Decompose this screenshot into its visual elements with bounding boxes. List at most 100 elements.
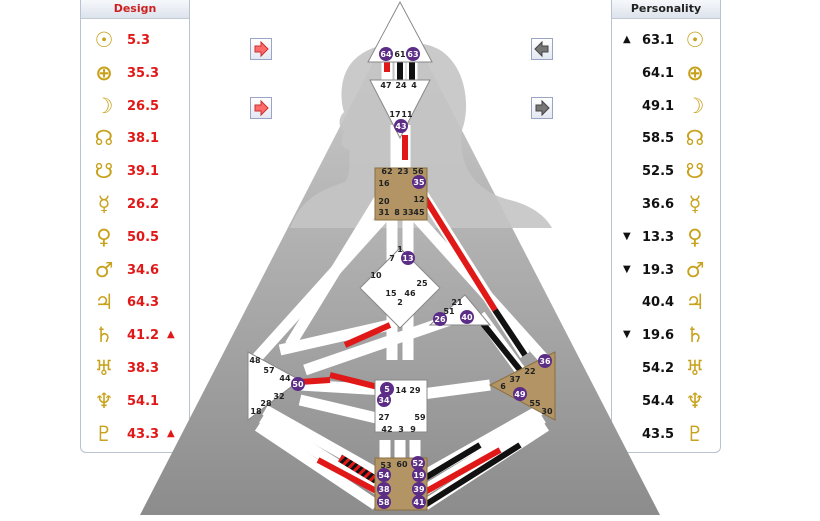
gate-number: 4 <box>411 81 417 90</box>
gate-number: 33 <box>402 208 413 217</box>
gate-badge <box>377 393 391 407</box>
design-value: 38.1 <box>127 131 160 147</box>
gate-number: 48 <box>249 356 261 365</box>
personality-value: 54.2 <box>642 360 675 376</box>
moon-icon: ☽ <box>94 93 114 118</box>
personality-rows: ☉63.1▲⊕64.1☽49.1☊58.5☋52.5☿36.6♀13.3▼♂19… <box>612 19 720 451</box>
personality-panel-title: Personality <box>612 0 720 19</box>
design-value: 38.3 <box>127 360 160 376</box>
gate-number: 7 <box>389 254 395 263</box>
head-center <box>367 0 433 63</box>
personality-panel: Personality ☉63.1▲⊕64.1☽49.1☊58.5☋52.5☿3… <box>611 0 721 453</box>
gate-number: 36 <box>539 357 551 366</box>
gate-number: 54 <box>378 471 390 480</box>
mercury-icon: ☿ <box>97 191 111 216</box>
gate-number: 6 <box>500 382 506 391</box>
design-head-arrow-button[interactable] <box>250 38 272 60</box>
gate-number: 38 <box>378 485 390 494</box>
gate-number: 16 <box>378 179 390 188</box>
personality-row: ☉63.1▲ <box>612 25 720 58</box>
channels <box>250 62 550 510</box>
gate-number: 39 <box>413 485 425 494</box>
gate-badge <box>377 482 391 496</box>
gate-number: 29 <box>409 386 421 395</box>
personality-row: ☿36.6 <box>612 189 720 222</box>
arrow-left-icon <box>534 40 549 58</box>
design-row: ♃64.3 <box>81 287 189 320</box>
retrograde-arrow-icon: ▼ <box>623 263 631 275</box>
sun-icon: ☉ <box>94 28 114 52</box>
personality-row: ♃40.4 <box>612 287 720 320</box>
gate-badge <box>412 468 426 482</box>
neptune-icon: ♆ <box>94 388 114 413</box>
design-row: ♆54.1 <box>81 386 189 419</box>
personality-value: 52.5 <box>642 164 675 180</box>
design-value: 34.6 <box>127 262 160 278</box>
personality-mind-arrow-button[interactable] <box>531 97 553 119</box>
gate-number: 11 <box>401 110 413 119</box>
active-channel-segments <box>299 62 528 508</box>
gate-number: 53 <box>380 461 391 470</box>
head-silhouette <box>290 42 552 228</box>
retrograde-arrow-icon: ▲ <box>167 427 175 439</box>
gate-badge <box>513 387 527 401</box>
gate-number: 45 <box>413 208 425 217</box>
ajna-center <box>369 79 431 140</box>
personality-head-arrow-button[interactable] <box>531 38 553 60</box>
jupiter-icon: ♃ <box>685 290 705 315</box>
gate-number: 25 <box>416 279 428 288</box>
pyramid-background <box>140 10 660 515</box>
gate-number: 30 <box>541 407 553 416</box>
uranus-icon: ♅ <box>94 355 114 380</box>
gate-number: 23 <box>397 167 408 176</box>
sacral-center <box>374 379 428 433</box>
g-center <box>359 247 441 329</box>
gate-number: 49 <box>514 390 526 399</box>
design-mind-arrow-button[interactable] <box>250 97 272 119</box>
gate-number: 22 <box>524 367 535 376</box>
personality-value: 64.1 <box>642 65 675 81</box>
gate-badge <box>394 119 408 133</box>
gate-number: 61 <box>394 50 406 59</box>
root-center <box>374 457 428 511</box>
gate-number: 17 <box>389 110 400 119</box>
south-node-icon: ☋ <box>94 159 114 184</box>
solar-plexus-center <box>488 351 556 421</box>
gate-number: 56 <box>412 167 424 176</box>
retrograde-arrow-icon: ▼ <box>623 230 631 242</box>
gate-number: 1 <box>397 245 403 254</box>
gate-number: 62 <box>381 167 392 176</box>
personality-row: ♄19.6▼ <box>612 320 720 353</box>
design-row: ♅ 38.3 <box>81 353 189 386</box>
gate-number: 59 <box>414 413 426 422</box>
design-value: 50.5 <box>127 229 160 245</box>
design-value: 43.3 <box>127 426 160 442</box>
design-value: 26.5 <box>127 98 160 114</box>
gate-number: 41 <box>413 498 425 507</box>
personality-value: 54.4 <box>642 393 675 409</box>
gate-number: 57 <box>263 366 274 375</box>
personality-value: 43.5 <box>642 426 675 442</box>
personality-row: ♀13.3▼ <box>612 222 720 255</box>
earth-icon: ⊕ <box>95 60 113 85</box>
personality-value: 63.1 <box>642 33 675 48</box>
design-value: 26.2 <box>127 196 160 212</box>
gate-number: 40 <box>461 313 473 322</box>
gate-badge <box>377 495 391 509</box>
gate-number: 24 <box>395 81 407 90</box>
gate-number: 12 <box>413 195 424 204</box>
design-row: ♄41.2▲ <box>81 320 189 353</box>
gate-number: 43 <box>395 122 406 131</box>
jupiter-icon: ♃ <box>94 290 114 315</box>
gate-number: 58 <box>378 498 390 507</box>
personality-row: ☋52.5 <box>612 156 720 189</box>
pluto-icon: ♇ <box>94 421 114 446</box>
arrow-right-icon <box>254 40 269 58</box>
design-row: ☿ 26.2 <box>81 189 189 222</box>
gate-badge <box>380 382 394 396</box>
retrograde-arrow-icon: ▲ <box>623 34 631 45</box>
gate-number: 60 <box>396 460 408 469</box>
gate-number: 32 <box>273 392 284 401</box>
arrow-right-icon <box>254 99 269 117</box>
